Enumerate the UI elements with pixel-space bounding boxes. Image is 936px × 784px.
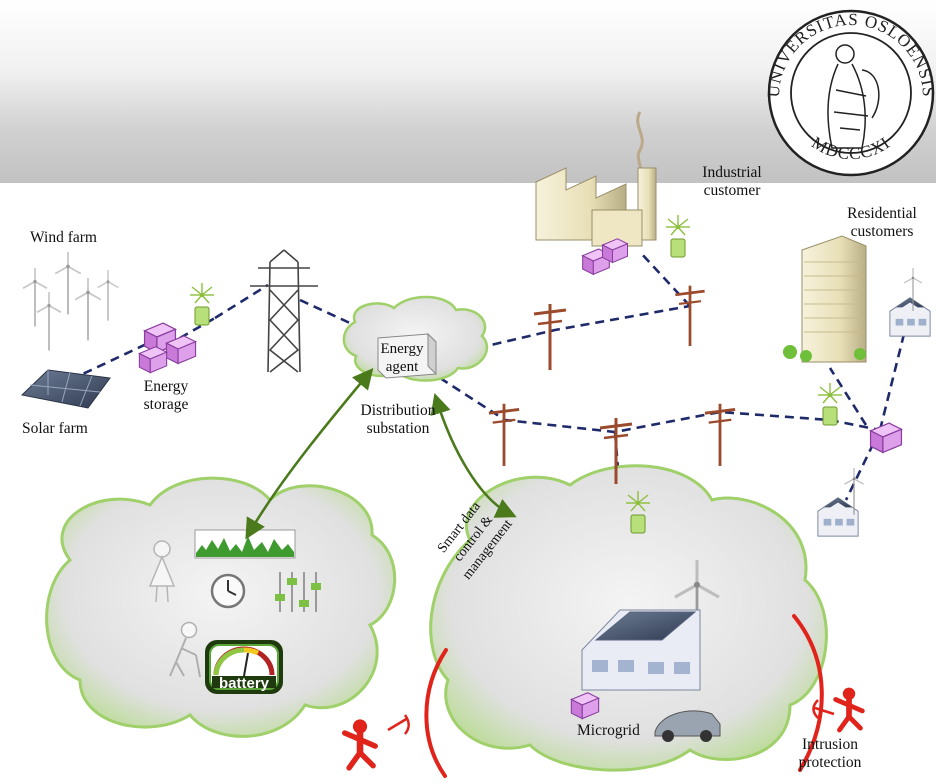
house-icon — [817, 497, 859, 537]
transmission-tower-icon — [250, 249, 318, 373]
label-microgrid: Microgrid — [577, 722, 640, 739]
line-residential-tower — [828, 367, 868, 426]
utility-pole-icon — [487, 402, 521, 466]
label-energy-storage: Energy storage — [143, 378, 189, 413]
energy-agent-box — [377, 332, 437, 379]
label-battery: battery — [218, 675, 270, 692]
shield-arc-icon — [792, 614, 824, 772]
factory-icon — [535, 111, 657, 247]
data-links — [245, 368, 517, 540]
shield-arc-icon — [424, 648, 448, 778]
smart-meter-icon — [190, 282, 214, 326]
intrusion-protection — [424, 614, 824, 778]
line-tower-agent — [299, 298, 366, 332]
intruder-icon — [836, 688, 863, 730]
line-agent-pole1 — [477, 304, 691, 350]
battery-gauge-icon — [205, 640, 283, 694]
line-residential-up — [878, 329, 907, 431]
usage-chart-icon — [194, 529, 296, 559]
clock-icon — [210, 573, 246, 609]
distribution-substation — [342, 295, 489, 382]
label-wind-farm: Wind farm — [30, 229, 97, 246]
link-agent-microgrid — [430, 393, 517, 518]
electric-car-icon — [654, 710, 721, 742]
label-intrusion-protection: Intrusion protection — [798, 736, 862, 771]
energy-storage-icon — [582, 238, 629, 275]
line-solar-storage — [69, 338, 156, 382]
elderly-person-icon — [169, 621, 201, 678]
smart-meter-icon — [666, 214, 690, 258]
line-pole-industrial — [639, 251, 691, 307]
microgrid-cloud — [429, 416, 828, 772]
solar-panel-icon — [20, 369, 111, 409]
line-meter-tower — [214, 283, 269, 320]
label-industrial-customer: Industrial customer — [702, 164, 762, 199]
utility-pole-icon — [673, 284, 707, 346]
sliders-icon — [275, 572, 321, 612]
intruder-icon — [345, 719, 376, 768]
university-seal-icon: UNIVERSITAS OSLOENSIS MDCCCXI — [764, 9, 936, 177]
label-residential-customers: Residential customers — [847, 205, 917, 240]
line-residential-down — [844, 429, 882, 501]
consumer-control-cloud — [45, 476, 397, 738]
utility-pole-icon — [532, 302, 568, 370]
wind-farm — [22, 252, 120, 352]
link-agent-control — [245, 368, 374, 540]
person-icon — [148, 540, 176, 603]
label-energy-agent: Energy agent — [380, 341, 424, 375]
energy-storage-icon — [869, 422, 903, 454]
house-icon — [581, 609, 701, 691]
house-icon — [889, 297, 931, 337]
skyscraper-icon — [783, 235, 867, 363]
line-agent-lower — [439, 376, 881, 434]
energy-storage-icon — [138, 322, 197, 374]
label-distribution-substation: Distribution substation — [360, 402, 436, 437]
label-solar-farm: Solar farm — [22, 420, 88, 437]
